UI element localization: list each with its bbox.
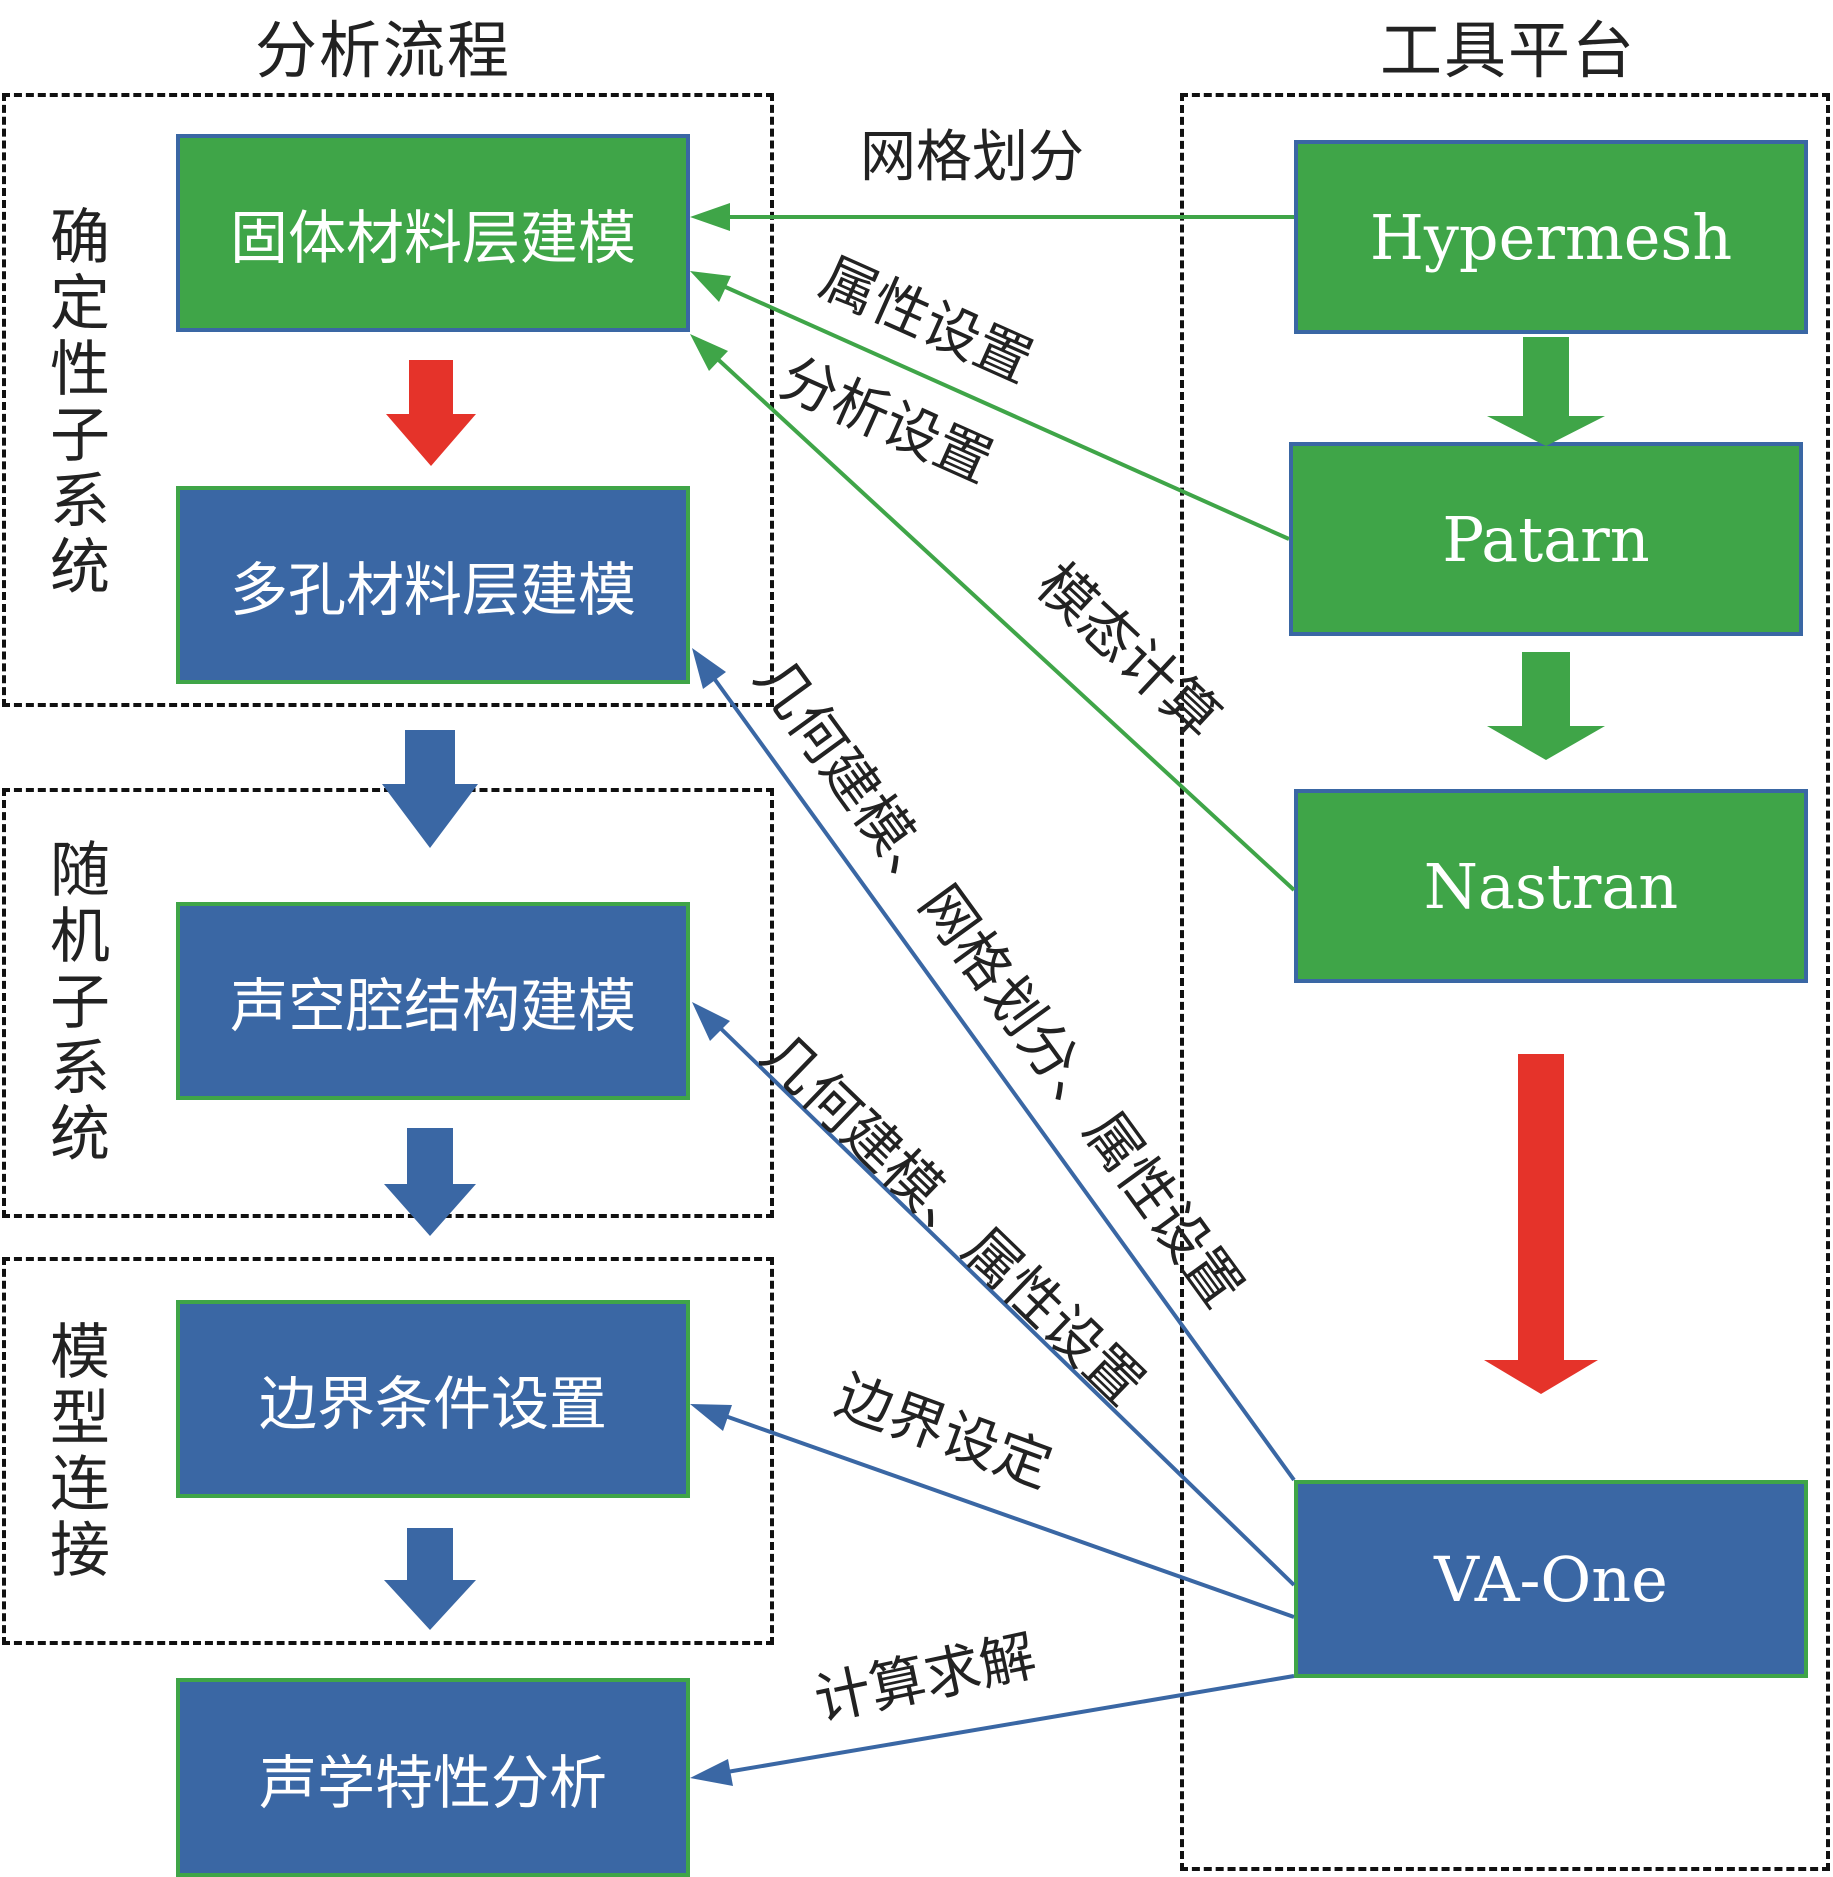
acoustic-cavity-modeling-box: 声空腔结构建模 bbox=[176, 902, 690, 1100]
edge-vaone-to-cavity-head bbox=[692, 1002, 730, 1041]
edge-hypermesh-to-solid-head bbox=[690, 203, 730, 231]
tool-platform-region bbox=[1180, 93, 1830, 1871]
edge-patran-to-solid-head bbox=[690, 271, 731, 302]
edge-vaone-to-porous-head bbox=[692, 648, 726, 689]
red-arrow-nastran-to-vaone bbox=[1484, 1054, 1598, 1394]
edge-nastran-to-solid-head bbox=[690, 334, 728, 371]
deterministic-subsystem-region bbox=[2, 93, 774, 707]
edge-vaone-to-analysis bbox=[714, 1674, 1295, 1776]
edge-vaone-to-boundary bbox=[713, 1410, 1295, 1619]
blue-arrow-porous-to-cavity bbox=[382, 730, 478, 848]
edge-vaone-to-cavity bbox=[710, 1018, 1296, 1587]
porous-layer-modeling-box: 多孔材料层建模 bbox=[176, 486, 690, 684]
blue-arrow-cavity-to-boundary bbox=[384, 1128, 476, 1236]
edge-vaone-to-analysis-head bbox=[690, 1759, 733, 1786]
model-connection-label: 模型连接 bbox=[50, 1318, 110, 1586]
boundary-condition-box: 边界条件设置 bbox=[176, 1300, 690, 1498]
edge-vaone-to-boundary-head bbox=[690, 1404, 732, 1431]
acoustic-analysis-box: 声学特性分析 bbox=[176, 1678, 690, 1877]
edge-nastran-to-solid bbox=[708, 350, 1296, 892]
nastran-box: Nastran bbox=[1294, 789, 1808, 983]
model-connection-region bbox=[2, 1257, 774, 1645]
edge-vaone-to-porous bbox=[706, 668, 1296, 1482]
edge-label-mesh: 网格划分 bbox=[860, 125, 1084, 190]
patran-box: Patarn bbox=[1289, 442, 1803, 636]
random-subsystem-label: 随机子系统 bbox=[50, 836, 110, 1170]
edge-patran-to-solid bbox=[711, 279, 1290, 541]
hypermesh-box: Hypermesh bbox=[1294, 140, 1808, 334]
blue-arrow-boundary-to-analysis bbox=[384, 1528, 476, 1630]
vaone-box: VA-One bbox=[1294, 1480, 1808, 1678]
solid-layer-modeling-box: 固体材料层建模 bbox=[176, 134, 690, 332]
red-arrow-solid-to-porous bbox=[386, 360, 476, 466]
green-arrow-hypermesh-to-patran bbox=[1487, 337, 1605, 446]
deterministic-subsystem-label: 确定性子系统 bbox=[50, 203, 110, 603]
analysis-flow-heading: 分析流程 bbox=[255, 14, 512, 87]
tool-platform-heading: 工具平台 bbox=[1380, 14, 1637, 87]
green-arrow-patran-to-nastran bbox=[1487, 652, 1605, 760]
